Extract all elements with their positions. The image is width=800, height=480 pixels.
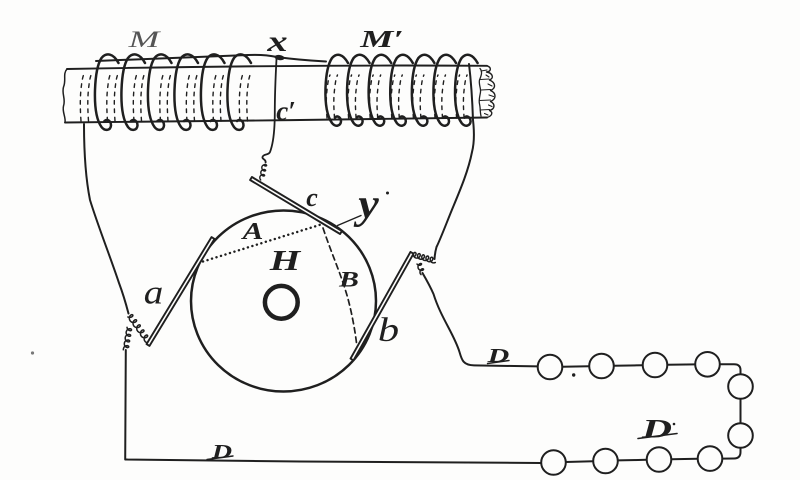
svg-text:y: y [353, 181, 379, 228]
svg-text:c: c [306, 183, 318, 212]
svg-text:x: x [266, 24, 287, 58]
svg-text:H: H [269, 246, 302, 276]
svg-text:D: D [211, 441, 232, 463]
svg-text:b: b [378, 312, 399, 349]
svg-text:a: a [144, 273, 164, 311]
svg-text:D: D [486, 344, 509, 367]
svg-text:c′: c′ [276, 96, 296, 126]
svg-text:M′: M′ [359, 26, 404, 53]
svg-text:M: M [127, 27, 161, 52]
svg-text:B: B [338, 267, 359, 291]
svg-text:A: A [240, 218, 263, 245]
svg-text:D: D [641, 414, 672, 443]
